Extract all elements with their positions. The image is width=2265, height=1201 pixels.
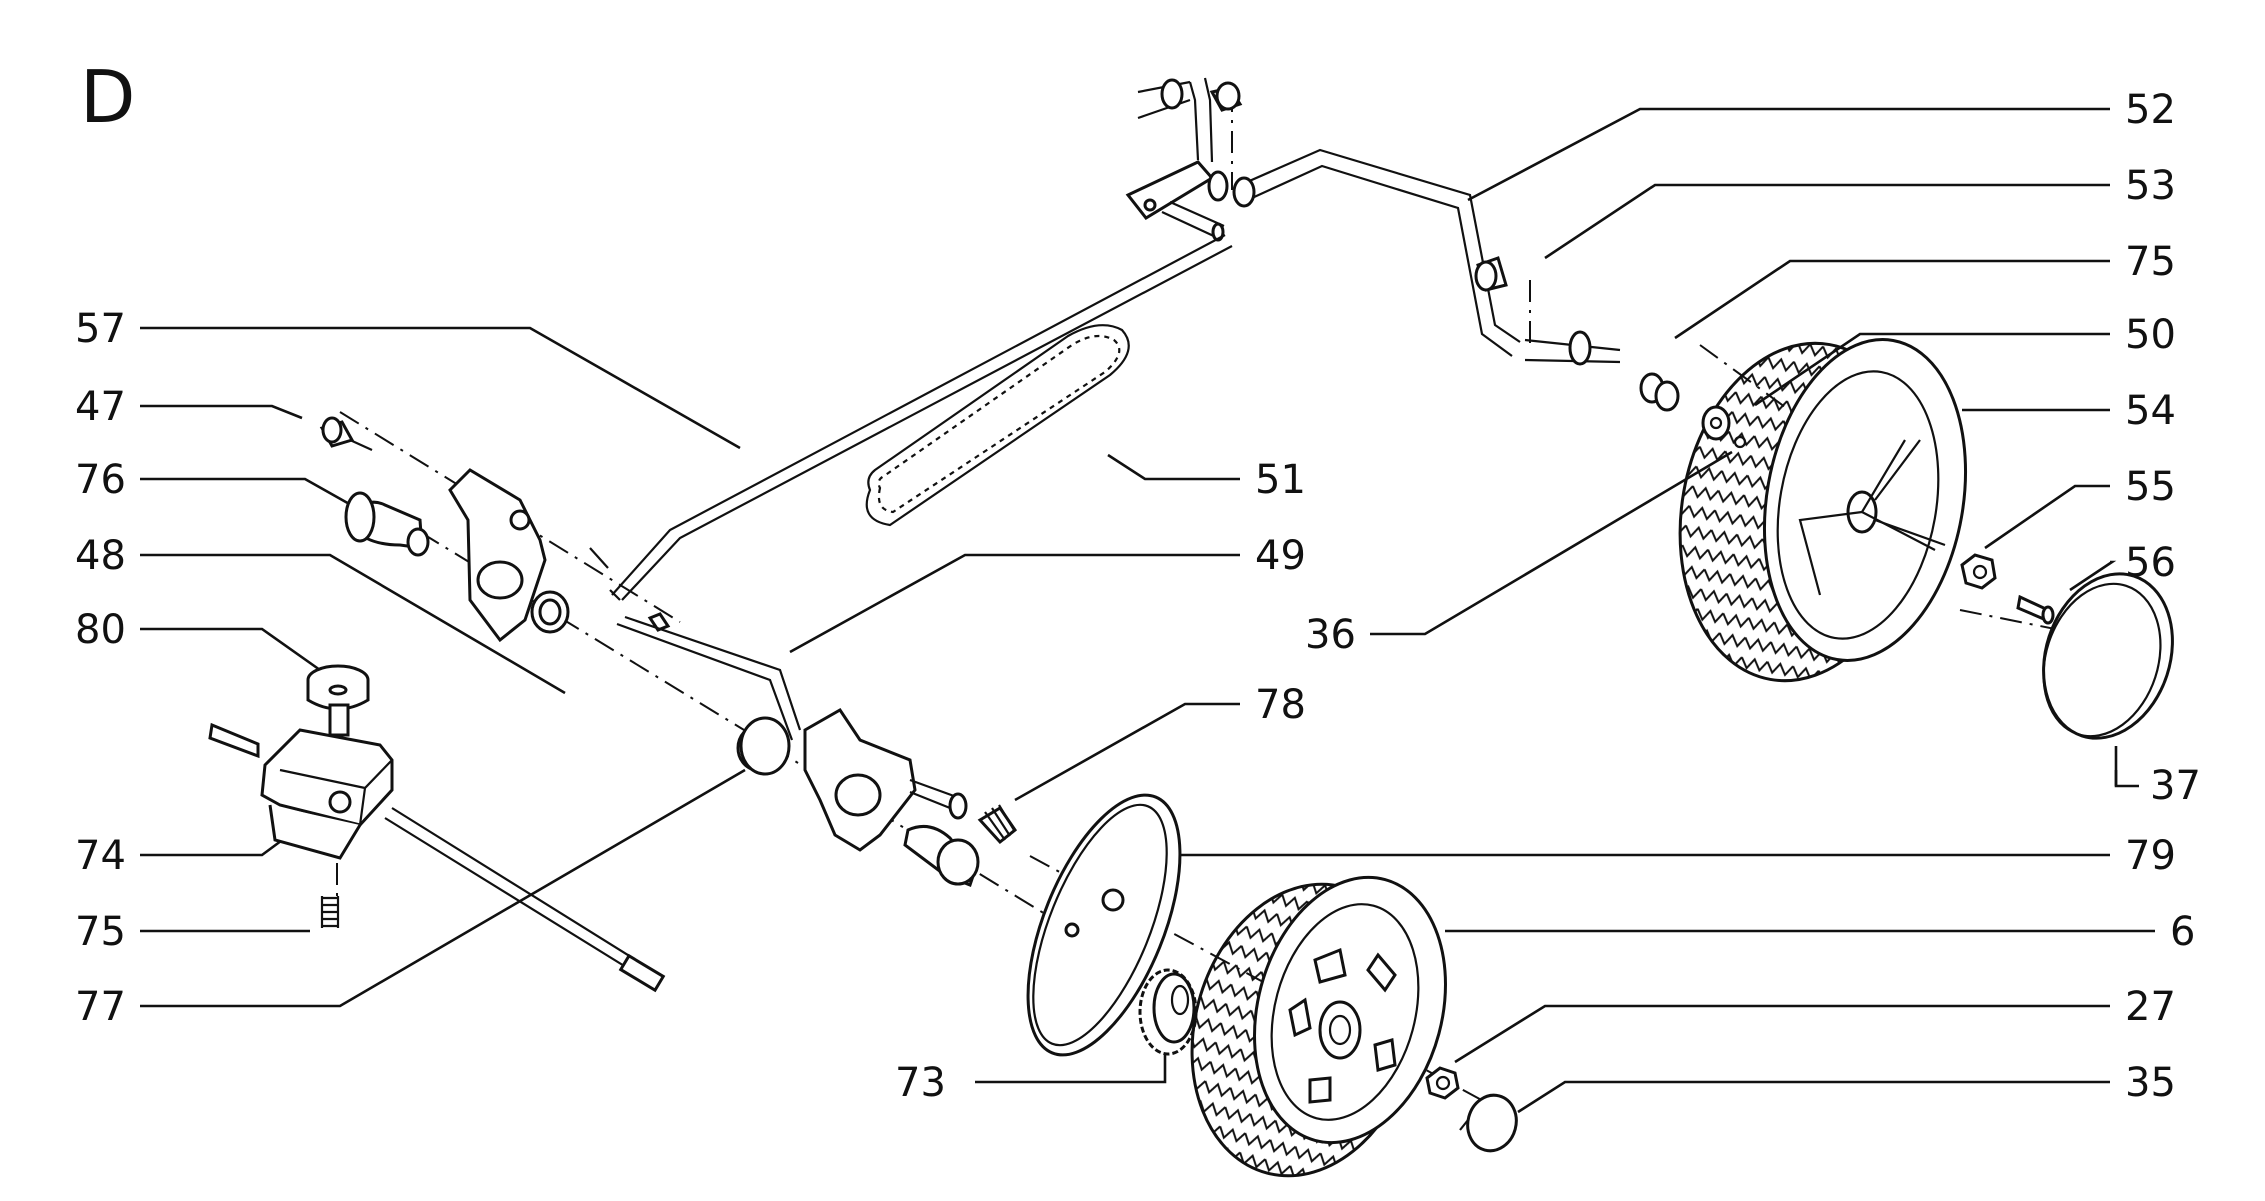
callout-49: 49 bbox=[1255, 533, 1306, 579]
callout-55: 55 bbox=[2125, 464, 2176, 510]
rear-hub-parts bbox=[1639, 372, 2174, 740]
callout-80: 80 bbox=[75, 607, 126, 653]
drive-gear bbox=[1138, 968, 1198, 1056]
callout-73: 73 bbox=[895, 1060, 946, 1106]
connecting-rod bbox=[611, 234, 1233, 601]
callout-36: 36 bbox=[1305, 612, 1356, 658]
callout-74: 74 bbox=[75, 833, 126, 879]
callout-6: 6 bbox=[2170, 909, 2195, 955]
front-nut-and-cap bbox=[1425, 1066, 1518, 1153]
callout-75-bottom: 75 bbox=[75, 909, 126, 955]
callout-76: 76 bbox=[75, 457, 126, 503]
callout-27: 27 bbox=[2125, 984, 2176, 1030]
callout-48: 48 bbox=[75, 533, 126, 579]
callout-35: 35 bbox=[2125, 1060, 2176, 1106]
callout-51: 51 bbox=[1255, 457, 1306, 503]
callout-78: 78 bbox=[1255, 682, 1306, 728]
front-wheel bbox=[1190, 875, 1447, 1178]
callout-53: 53 bbox=[2125, 163, 2176, 209]
height-adjust-rod bbox=[1125, 77, 1621, 366]
callout-77: 77 bbox=[75, 984, 126, 1030]
callout-79: 79 bbox=[2125, 833, 2176, 879]
washer-77 bbox=[739, 716, 791, 776]
callout-labels: 52 53 75 50 54 55 56 36 37 57 47 76 51 4… bbox=[75, 87, 2201, 1106]
front-bracket-assembly bbox=[616, 615, 980, 887]
spring-75-lower bbox=[320, 896, 340, 928]
section-letter: D bbox=[80, 55, 135, 139]
callout-37: 37 bbox=[2150, 763, 2201, 809]
callout-47: 47 bbox=[75, 384, 126, 430]
leader-lines bbox=[140, 107, 2155, 1114]
drive-belt bbox=[865, 324, 1130, 527]
callout-52: 52 bbox=[2125, 87, 2176, 133]
rear-bracket-assembly bbox=[319, 416, 671, 643]
gearbox bbox=[208, 664, 666, 993]
spring-78 bbox=[977, 804, 1018, 845]
pulley bbox=[1026, 793, 1182, 1057]
callout-57: 57 bbox=[75, 306, 126, 352]
rear-wheel bbox=[1678, 338, 1968, 683]
callout-75-top: 75 bbox=[2125, 239, 2176, 285]
callout-54: 54 bbox=[2125, 388, 2176, 434]
callout-50: 50 bbox=[2125, 312, 2176, 358]
